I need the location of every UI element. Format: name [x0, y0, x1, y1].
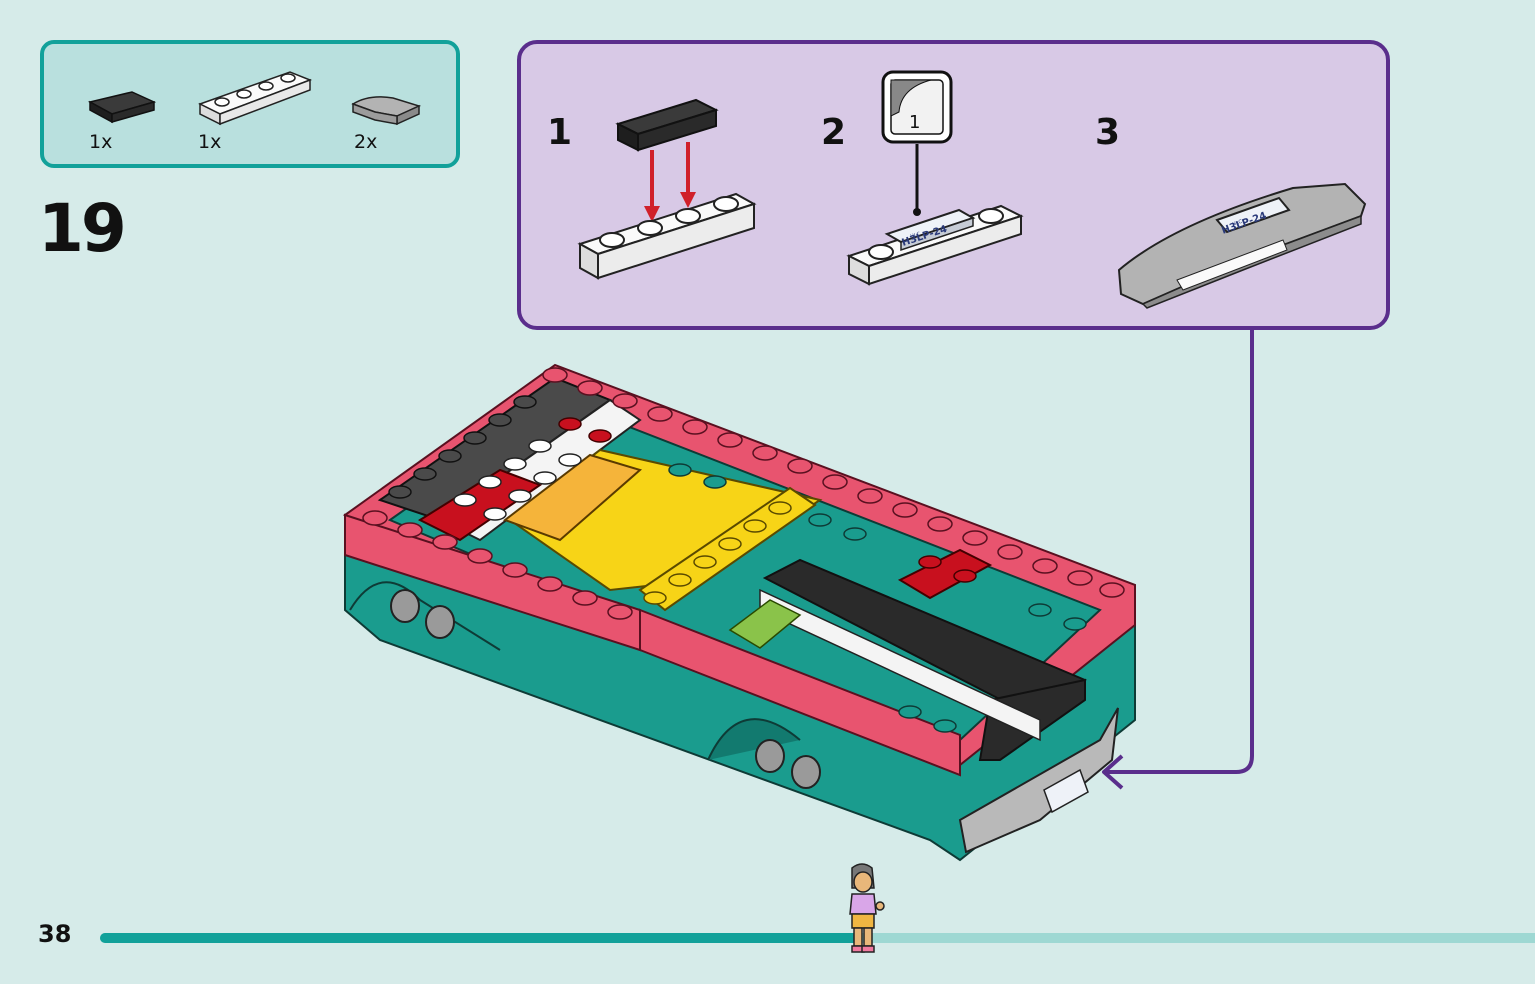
sub-step-3-illustration: HLC H3LP-24: [1117, 182, 1367, 309]
sub-step-2-number: 2: [821, 112, 847, 153]
plate-top-text: HLC: [910, 231, 922, 240]
part-qty-1: 1x: [89, 131, 113, 153]
sub-assembly-box: 1 2 3 HLC H3LP-24 1: [517, 40, 1390, 330]
part-qty-2: 1x: [198, 131, 222, 153]
part-qty-3: 2x: [354, 131, 378, 153]
page-number: 38: [38, 920, 72, 948]
black-tile-part: [87, 91, 156, 124]
grey-slope-part: [351, 96, 422, 126]
sticker-number: 1: [909, 112, 921, 133]
progress-bar-fill: [100, 933, 861, 943]
step-number: 19: [38, 190, 127, 267]
sub-step-2-illustration: HLC H3LP-24: [846, 70, 1024, 286]
sub-step-1-illustration: [577, 98, 757, 280]
minifigure-icon: [849, 863, 885, 953]
plate-top-text-2: HLC: [1232, 219, 1244, 228]
car-model-illustration: [342, 363, 1136, 862]
parts-list: 1x 1x 2x: [40, 40, 460, 168]
progress-bar: [100, 933, 1535, 943]
sub-step-1-number: 1: [547, 112, 573, 153]
sub-step-3-number: 3: [1095, 112, 1121, 153]
white-plate-part: [198, 71, 313, 126]
